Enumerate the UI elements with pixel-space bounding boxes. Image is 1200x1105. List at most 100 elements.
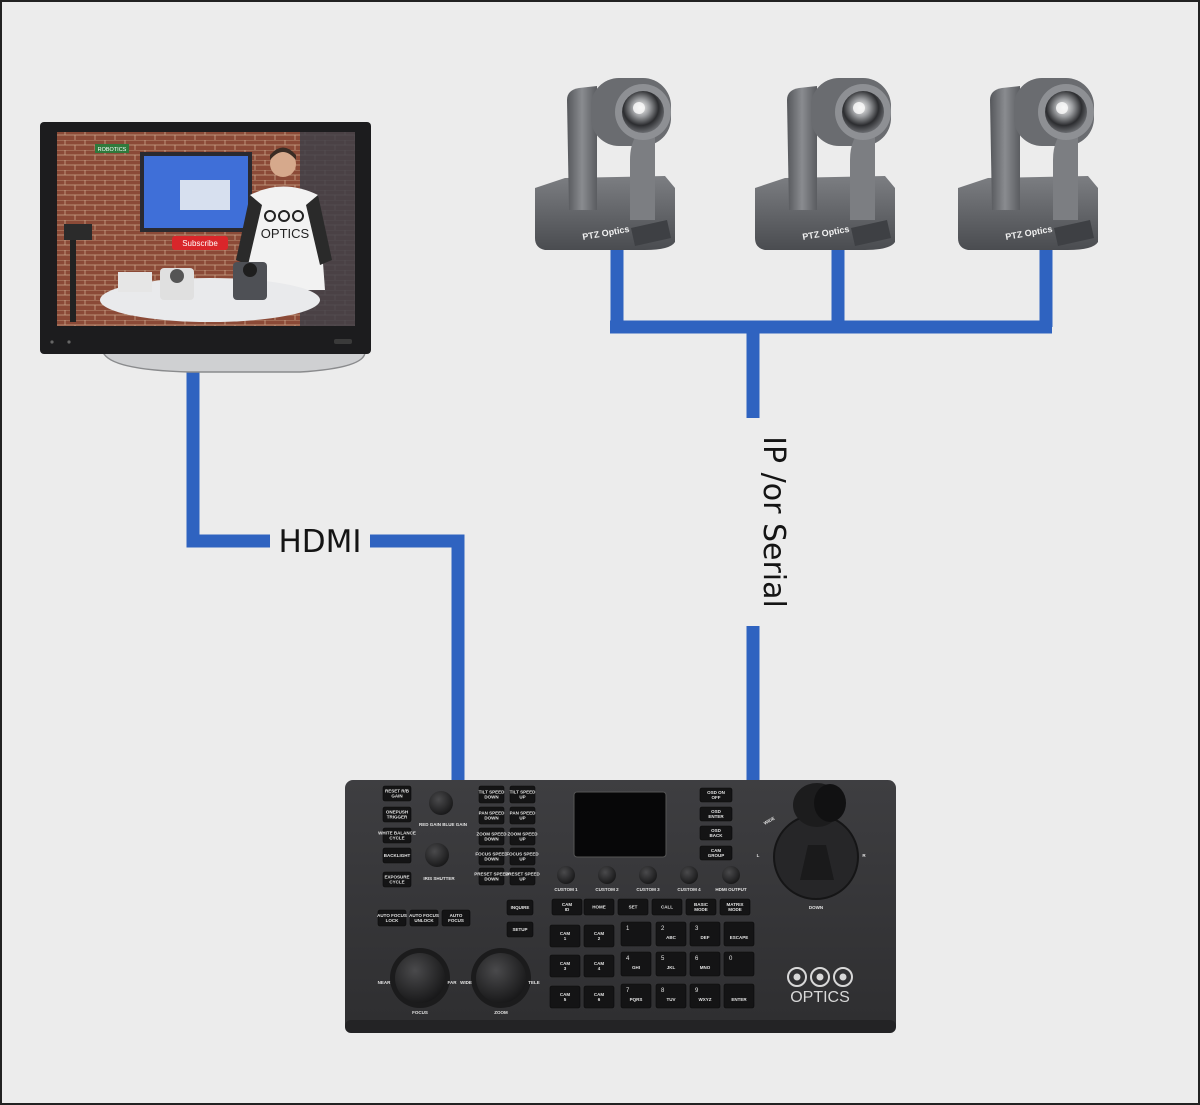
key-cam-0 xyxy=(549,924,581,948)
controller-brand: OPTICS xyxy=(790,989,850,1006)
button-top-5 xyxy=(719,898,751,916)
button-speed-down-4 xyxy=(478,867,505,886)
button-left-3-label: BACKLIGHT xyxy=(384,853,411,858)
screen-ptz-dark-lens xyxy=(243,263,257,277)
button-osd-2-label: OSD xyxy=(711,828,722,833)
key-cam-5 xyxy=(583,985,615,1009)
screen-ptz-white xyxy=(160,268,194,300)
key-cam-3 xyxy=(583,954,615,978)
button-top-5-label: MATRIX xyxy=(727,902,744,907)
button-speed-down-0-label: DOWN xyxy=(484,795,498,800)
button-osd-1-label: ENTER xyxy=(708,814,724,819)
ptz-camera: PTZ Optics xyxy=(535,78,675,250)
button-custom-4 xyxy=(722,866,740,884)
button-custom-1 xyxy=(598,866,616,884)
screen-sign-bg xyxy=(95,144,129,153)
camera-yoke-left xyxy=(990,86,1020,210)
screen-sign: ROBOTICS xyxy=(98,147,127,153)
keypad-key-num-1: 2 xyxy=(661,926,665,932)
keypad-key-num-8: 7 xyxy=(626,988,630,994)
button-speed-up-1 xyxy=(509,806,536,825)
knob-focus xyxy=(395,953,445,1003)
key-cam-2 xyxy=(549,954,581,978)
joystick-left: L xyxy=(757,853,760,858)
key-cam-4-label: CAM xyxy=(560,992,570,997)
screen-shirt-logo-1 xyxy=(264,210,276,222)
button-speed-down-4-label: PRESET SPEED xyxy=(474,872,509,877)
button-speed-down-2 xyxy=(478,827,505,846)
button-top-0 xyxy=(551,898,583,916)
button-focus-1-label: AUTO FOCUS xyxy=(409,913,439,918)
button-custom-label-1: CUSTOM 2 xyxy=(595,887,619,892)
button-left-4 xyxy=(382,871,412,888)
key-cam-2-label: 3 xyxy=(564,966,567,971)
joystick-up: WIDE xyxy=(763,816,776,826)
button-top-0-label: CAM xyxy=(562,902,572,907)
button-left-4-label: CYCLE xyxy=(389,880,404,885)
button-left-2-label: CYCLE xyxy=(389,836,404,841)
ip-serial-label: IP /or Serial xyxy=(756,436,791,608)
button-speed-down-3-label: DOWN xyxy=(484,857,498,862)
button-custom-label-4: HDMI OUTPUT xyxy=(715,887,746,892)
button-osd-1 xyxy=(699,806,733,822)
button-focus-0-label: LOCK xyxy=(386,918,399,923)
keypad-key-8 xyxy=(620,983,652,1009)
button-inquire-label: INQUIRE xyxy=(511,905,530,910)
button-left-4-label: EXPOSURE xyxy=(384,875,409,880)
joystick-shaft xyxy=(800,845,834,880)
button-osd-2-label: BACK xyxy=(710,833,724,838)
button-osd-3 xyxy=(699,845,733,861)
brand-logo-dot-1 xyxy=(816,973,824,981)
key-cam-3-label: 4 xyxy=(598,966,601,971)
button-custom-label-2: CUSTOM 3 xyxy=(636,887,660,892)
button-inquire xyxy=(506,899,534,916)
button-setup-label: SETUP xyxy=(512,927,527,932)
button-top-4-label: MODE xyxy=(694,907,708,912)
brand-logo-ring-2 xyxy=(833,967,853,987)
button-speed-up-4-label: UP xyxy=(519,877,525,882)
button-speed-down-2-label: ZOOM SPEED xyxy=(476,832,507,837)
keypad-key-letters-5: JKL xyxy=(667,965,676,970)
hdmi-label: HDMI xyxy=(278,524,361,560)
screen-ptz-white-lens xyxy=(170,269,184,283)
monitor-led-1 xyxy=(50,340,54,344)
knob-label-2: FOCUS xyxy=(412,1010,428,1015)
camera-lens-glint xyxy=(853,102,865,114)
keypad-key-letters-3: ESCAPE xyxy=(730,935,749,940)
button-speed-up-3-label: FOCUS SPEED xyxy=(506,852,539,857)
button-speed-up-3 xyxy=(509,847,536,866)
button-speed-up-4-label: PRESET SPEED xyxy=(505,872,540,877)
keypad-key-letters-10: WXYZ xyxy=(699,997,712,1002)
screen-box-camera xyxy=(118,272,152,292)
screen-tv-panel xyxy=(180,180,230,210)
knob-iris xyxy=(425,843,449,867)
key-cam-5-label: 6 xyxy=(598,997,601,1002)
button-speed-down-3-label: FOCUS SPEED xyxy=(475,852,508,857)
button-speed-down-1-label: PAN SPEED xyxy=(479,811,505,816)
keypad-key-1 xyxy=(655,921,687,947)
button-speed-down-1 xyxy=(478,806,505,825)
keypad-key-num-0: 1 xyxy=(626,926,630,932)
button-speed-up-2-label: ZOOM SPEED xyxy=(507,832,538,837)
camera-yoke-right xyxy=(1053,122,1078,220)
button-top-4 xyxy=(685,898,717,916)
keypad-key-6 xyxy=(689,951,721,977)
button-focus-0-label: AUTO FOCUS xyxy=(377,913,407,918)
button-speed-up-0-label: UP xyxy=(519,795,525,800)
button-speed-down-4-label: DOWN xyxy=(484,877,498,882)
button-speed-up-3-label: UP xyxy=(519,857,525,862)
screen-shirt-logo-2 xyxy=(278,210,290,222)
button-speed-up-2 xyxy=(509,827,536,846)
button-left-2-label: WHITE BALANCE xyxy=(378,831,416,836)
button-osd-1-label: OSD xyxy=(711,809,722,814)
button-top-0-label: ID xyxy=(565,907,570,912)
keypad-key-2 xyxy=(689,921,721,947)
button-speed-up-1-label: UP xyxy=(519,816,525,821)
key-cam-1 xyxy=(583,924,615,948)
screen-tripod xyxy=(70,230,76,322)
button-left-2 xyxy=(382,827,412,844)
hdmi-label-bg xyxy=(270,524,370,558)
